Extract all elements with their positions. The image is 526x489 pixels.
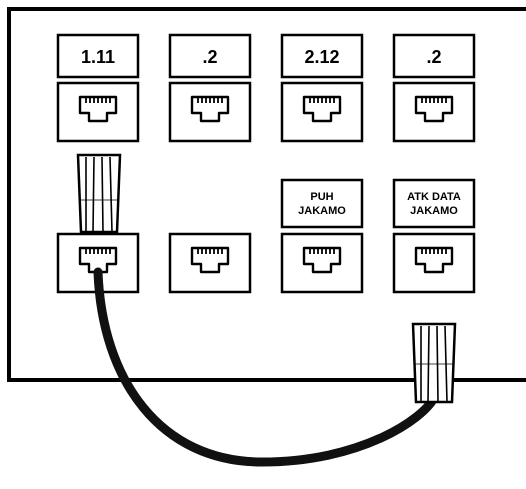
port-label: 1.11 (81, 47, 115, 67)
port-top-3[interactable]: 2.12 (280, 33, 364, 143)
port-bottom-4[interactable]: ATK DATA JAKAMO (392, 178, 476, 294)
ethernet-port-icon (302, 95, 342, 123)
port-top-1[interactable]: 1.11 (56, 33, 140, 143)
panel-outline (7, 7, 526, 382)
port-jack-frame (280, 232, 364, 294)
ethernet-port-icon (78, 95, 118, 123)
ethernet-port-icon (414, 95, 454, 123)
port-top-4[interactable]: .2 (392, 33, 476, 143)
port-jack-frame (168, 232, 252, 294)
port-jack-frame (280, 81, 364, 143)
rj45-plug-icon[interactable] (76, 153, 122, 234)
rj45-plug-icon[interactable] (411, 322, 457, 404)
port-bottom-2[interactable] (168, 232, 252, 294)
port-label-line1: PUH (310, 191, 333, 203)
port-label: .2 (426, 47, 441, 67)
ethernet-port-icon (302, 246, 342, 274)
port-label: 2.12 (304, 47, 339, 67)
port-label-box (280, 178, 364, 229)
ethernet-port-icon (78, 246, 118, 274)
port-label-box (392, 178, 476, 229)
ethernet-port-icon (190, 95, 230, 123)
port-jack-frame (392, 232, 476, 294)
port-top-2[interactable]: .2 (168, 33, 252, 143)
ethernet-port-icon (190, 246, 230, 274)
port-jack-frame (56, 81, 140, 143)
port-label-box (168, 33, 252, 79)
patch-cable-icon[interactable] (93, 267, 439, 467)
port-jack-frame (392, 81, 476, 143)
port-label-box (392, 33, 476, 79)
port-label: .2 (202, 47, 217, 67)
port-label-line1: ATK DATA (407, 191, 461, 203)
ethernet-port-icon (414, 246, 454, 274)
port-label-box (280, 33, 364, 79)
port-label-line2: JAKAMO (410, 205, 458, 217)
port-label-line2: JAKAMO (298, 205, 346, 217)
port-bottom-3[interactable]: PUH JAKAMO (280, 178, 364, 294)
port-jack-frame (168, 81, 252, 143)
port-label-box (56, 33, 140, 79)
